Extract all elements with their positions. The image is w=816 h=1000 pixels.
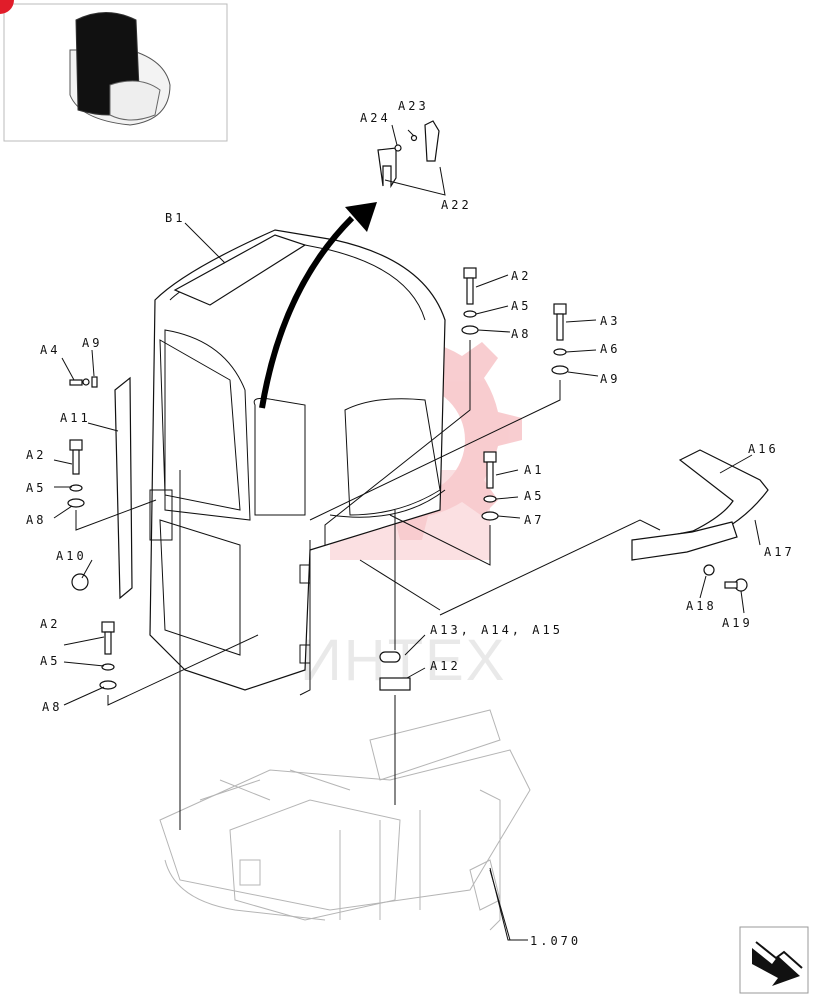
label-a1: A1 (524, 463, 544, 477)
base-frame-chassis (159, 709, 531, 931)
washer-a9-right[interactable] (551, 365, 569, 375)
bracket-a22[interactable] (377, 120, 440, 189)
bolt-a19[interactable] (724, 578, 748, 592)
label-a7: A7 (524, 513, 544, 527)
thumbnail-box[interactable] (0, 0, 228, 142)
handle-a11[interactable] (114, 376, 133, 600)
reference-leader (489, 867, 528, 941)
label-a17: A17 (764, 545, 795, 559)
label-a6: A6 (600, 342, 620, 356)
label-a8-top: A8 (511, 327, 531, 341)
block-a12[interactable] (379, 677, 411, 691)
label-a3: A3 (600, 314, 620, 328)
washer-a8-left[interactable] (67, 498, 85, 508)
next-page-arrow-icon (752, 941, 803, 986)
washer-a5-top[interactable] (463, 310, 477, 318)
leader-lines (53, 124, 761, 941)
plug-a10[interactable] (71, 573, 89, 591)
washer-a8-top[interactable] (461, 325, 479, 335)
label-a5-mid: A5 (524, 489, 544, 503)
label-a2-left: A2 (26, 448, 46, 462)
assembly-arrow-icon (259, 215, 355, 409)
washer-a18[interactable] (703, 564, 715, 576)
label-a4: A4 (40, 343, 60, 357)
guard-a17[interactable] (631, 521, 738, 561)
label-a16: A16 (748, 442, 779, 456)
label-a22: A22 (441, 198, 472, 212)
label-a18: A18 (686, 599, 717, 613)
label-a19: A19 (722, 616, 753, 630)
bolt-a2-top[interactable] (463, 267, 477, 305)
washer-a9-left[interactable] (91, 376, 98, 388)
bolt-a2-left[interactable] (69, 439, 83, 475)
washer-a5-low[interactable] (101, 663, 115, 671)
label-a24: A24 (360, 111, 391, 125)
bolt-a2-low[interactable] (101, 621, 115, 655)
label-a2-low: A2 (40, 617, 60, 631)
label-a8-low: A8 (42, 700, 62, 714)
red-corner-badge-icon (0, 0, 14, 14)
washer-a7[interactable] (481, 511, 499, 521)
label-a5-top: A5 (511, 299, 531, 313)
cab-thumbnail-icon (69, 12, 171, 126)
cab-assembly[interactable] (149, 229, 446, 696)
screw-a4[interactable] (69, 378, 90, 386)
label-a12: A12 (430, 659, 461, 673)
washer-a5-left[interactable] (69, 484, 83, 492)
bolt-a1[interactable] (483, 451, 497, 489)
label-a10: A10 (56, 549, 87, 563)
bolt-a3[interactable] (553, 303, 567, 341)
label-b1: B1 (165, 211, 185, 225)
label-a5-low: A5 (40, 654, 60, 668)
label-a5-left: A5 (26, 481, 46, 495)
label-a9-left: A9 (82, 336, 102, 350)
pad-a13[interactable] (379, 651, 401, 663)
reference-label: 1.070 (530, 934, 581, 948)
label-a2-top: A2 (511, 269, 531, 283)
label-a8-left: A8 (26, 513, 46, 527)
label-a9-right: A9 (600, 372, 620, 386)
washer-a5-mid[interactable] (483, 495, 497, 503)
label-a13-a15: A13, A14, A15 (430, 623, 563, 637)
label-a23: A23 (398, 99, 429, 113)
label-a11: A11 (60, 411, 91, 425)
washer-a6[interactable] (553, 348, 567, 356)
next-page-button[interactable] (739, 926, 809, 994)
arrow-head-icon (345, 202, 377, 232)
